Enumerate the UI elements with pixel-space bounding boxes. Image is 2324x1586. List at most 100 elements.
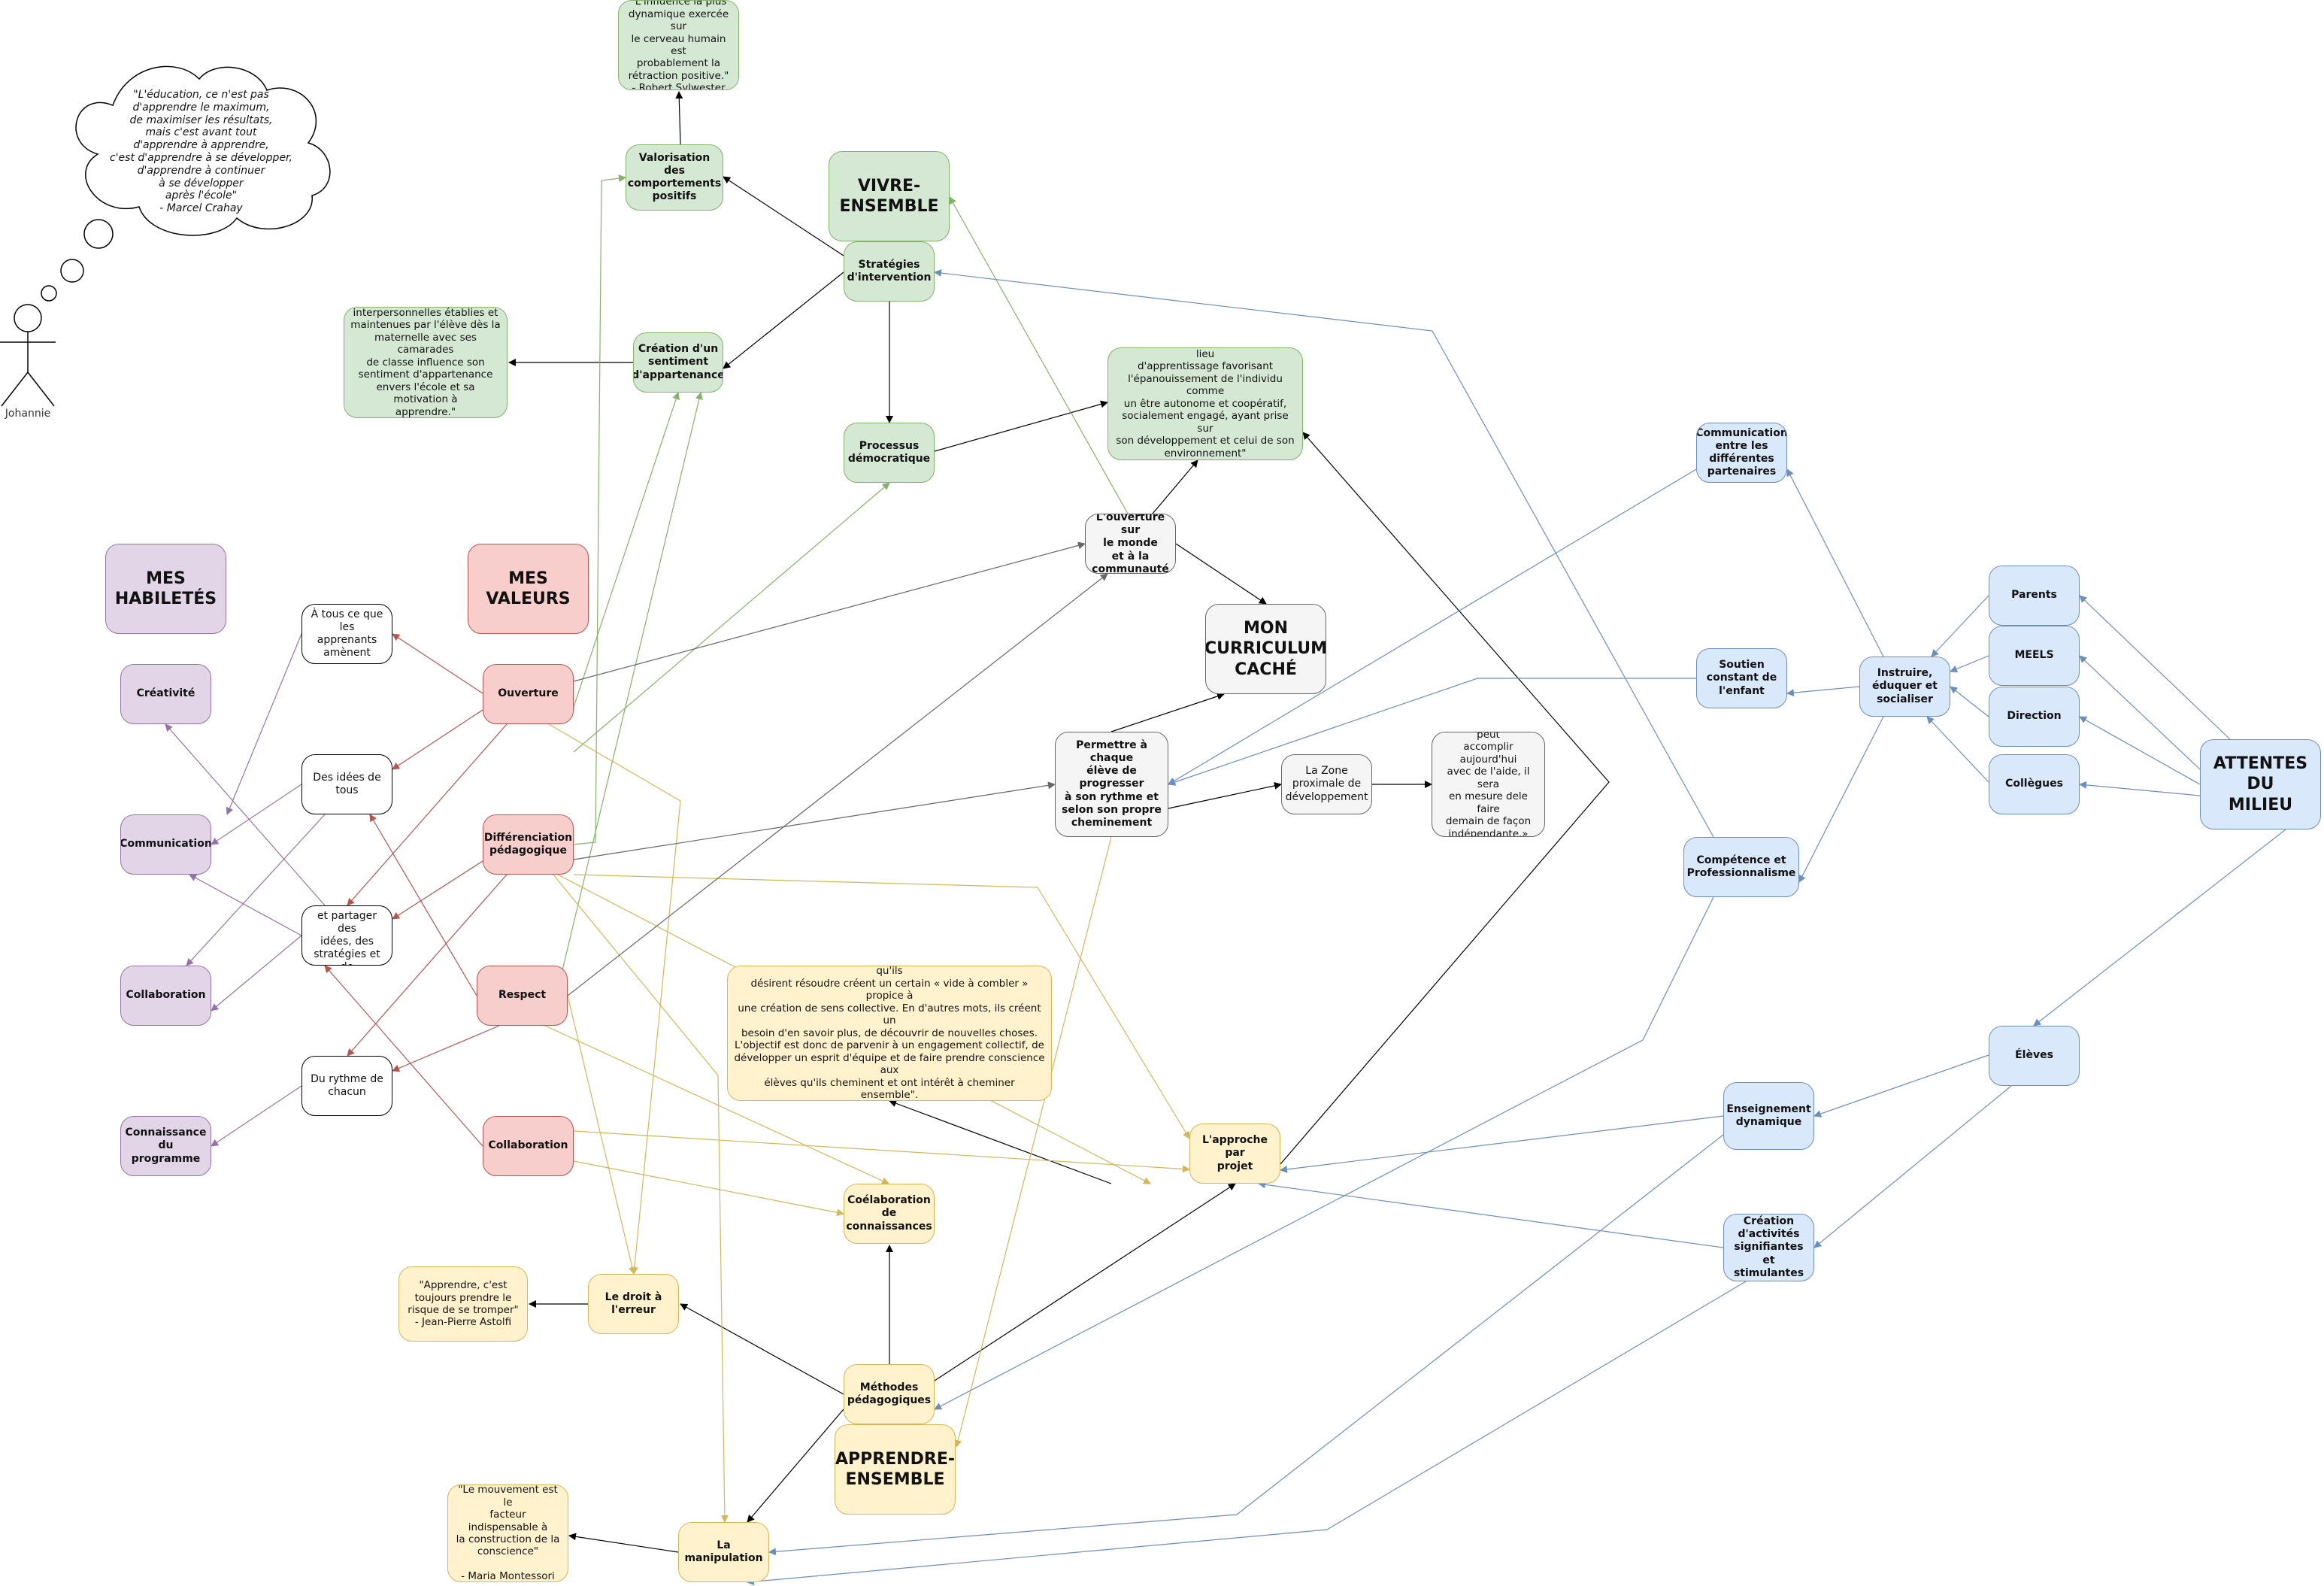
connector-arrow <box>949 196 1129 514</box>
connector-arrow <box>573 541 1086 682</box>
connector-arrow <box>1813 1054 1989 1117</box>
connector-arrow <box>324 965 483 1147</box>
connector-arrow <box>226 633 302 815</box>
differenciation-node[interactable]: Différenciation pédagogique <box>483 814 574 875</box>
connector-arrow <box>1168 469 1697 785</box>
competence-node[interactable]: Compétence et Professionnalisme <box>1683 837 1799 897</box>
connector-arrow <box>2033 829 2286 1027</box>
connector-arrow <box>934 269 1714 838</box>
connector-arrow <box>165 723 326 906</box>
connector-arrow <box>573 874 1190 1139</box>
quote-vygotski: «Ce que l'enfant peut accomplir aujourd'… <box>1432 732 1545 837</box>
connector-arrow <box>723 176 844 256</box>
approche-projet-node[interactable]: L'approche par projet <box>1189 1124 1280 1184</box>
connector-arrow <box>573 781 1056 860</box>
permettre-node[interactable]: Permettre à chaque élève de progresser à… <box>1055 732 1168 837</box>
methodes-node[interactable]: Méthodes pédagogiques <box>844 1364 935 1424</box>
connector-arrow <box>1786 469 1884 657</box>
connector-arrow <box>573 1130 1190 1173</box>
enseignement-node[interactable]: Enseignement dynamique <box>1723 1082 1814 1150</box>
connaissance-programme-node[interactable]: Connaissance du programme <box>120 1116 211 1176</box>
connector-arrow <box>1280 1115 1724 1173</box>
connector-arrow <box>889 1099 1112 1184</box>
connector-arrow <box>1168 781 1282 809</box>
coelaboration-node[interactable]: Coélaboration de connaissances <box>844 1184 935 1244</box>
connector-arrow <box>392 709 483 770</box>
connector-arrow <box>2079 781 2201 796</box>
eleves-node[interactable]: Élèves <box>1989 1026 2080 1086</box>
connector-arrow <box>1280 432 1610 1165</box>
connector-arrow <box>392 633 483 694</box>
connector-arrow <box>1786 686 1860 697</box>
connector-arrow <box>747 1409 844 1523</box>
strategies-node[interactable]: Stratégies d'intervention <box>844 241 935 302</box>
connector-arrow <box>189 874 302 936</box>
meels-node[interactable]: MEELS <box>1989 626 2080 686</box>
apprendre-ensemble-node[interactable]: APPRENDRE- ENSEMBLE <box>835 1424 956 1515</box>
direction-node[interactable]: Direction <box>1989 687 2080 747</box>
ouverture-monde-node[interactable]: L'ouverture sur le monde et à la communa… <box>1085 514 1176 574</box>
demander-partager-node[interactable]: Pour demander et partager des idées, des… <box>301 905 392 966</box>
connector-arrow <box>211 935 302 1011</box>
rythme-chacun-node[interactable]: Du rythme de chacun <box>301 1056 392 1116</box>
soutien-node[interactable]: Soutien constant de l'enfant <box>1696 648 1787 708</box>
connector-arrow <box>186 814 326 966</box>
creation-activites-node[interactable]: Création d'activités signifiantes et sti… <box>1723 1214 1814 1281</box>
curriculum-cache-node[interactable]: MON CURRICULUM CACHÉ <box>1205 604 1326 694</box>
connector-arrow <box>934 1183 1236 1381</box>
connector-arrow <box>211 784 302 845</box>
connector-arrow <box>1950 686 1989 717</box>
quote-scardamalia: "Les questions que les élèves se posent … <box>727 966 1052 1101</box>
parents-node[interactable]: Parents <box>1989 566 2080 626</box>
connector-arrow <box>573 174 626 845</box>
actor-figure <box>0 304 56 407</box>
thought-cloud <box>41 65 331 302</box>
quote-freinet: "L'école devrait être un véritable lieu … <box>1107 347 1303 460</box>
connector-arrow <box>392 1025 500 1072</box>
connector-arrow <box>768 1134 1724 1556</box>
collaboration-valeur-node[interactable]: Collaboration <box>483 1116 574 1176</box>
connector-arrow <box>573 392 680 708</box>
connector-arrow <box>548 723 681 1275</box>
appartenance-node[interactable]: Création d'un sentiment d'appartenance <box>633 332 723 393</box>
mes-habiletes-node[interactable]: MES HABILETÉS <box>105 544 226 634</box>
connector-arrow <box>528 844 729 1523</box>
mes-valeurs-node[interactable]: MES VALEURS <box>468 544 589 634</box>
idees-tous-node[interactable]: Des idées de tous <box>301 754 392 814</box>
zone-proximale-node[interactable]: La Zone proximale de développement <box>1281 754 1372 814</box>
communication-node[interactable]: Communication <box>120 814 211 875</box>
valorisation-node[interactable]: Valorisation des comportements positifs <box>626 144 723 211</box>
connector-arrow <box>1798 716 1884 883</box>
ouverture-node[interactable]: Ouverture <box>483 664 574 724</box>
instruire-node[interactable]: Instruire, éduquer et socialiser <box>1859 657 1950 717</box>
connector-arrow <box>1175 543 1267 605</box>
connector-arrow <box>680 1303 844 1395</box>
processus-node[interactable]: Processus démocratique <box>844 423 935 483</box>
connector-arrow <box>675 91 683 145</box>
collegues-node[interactable]: Collègues <box>1989 754 2080 814</box>
connector-arrow <box>562 392 703 971</box>
creativite-node[interactable]: Créativité <box>120 664 211 724</box>
connector-arrow <box>573 482 890 753</box>
connector-arrow <box>2079 655 2201 770</box>
quote-sylwester: "L'influence la plus dynamique exercée s… <box>618 0 739 90</box>
vivre-ensemble-node[interactable]: VIVRE- ENSEMBLE <box>829 151 950 241</box>
collaboration-habilete-node[interactable]: Collaboration <box>120 966 211 1026</box>
attentes-milieu-node[interactable]: ATTENTES DU MILIEU <box>2200 739 2321 829</box>
actor-name: Johannie <box>5 408 51 420</box>
connector-arrow <box>2079 716 2201 785</box>
droit-erreur-node[interactable]: Le droit à l'erreur <box>588 1274 679 1334</box>
connector-arrow <box>1258 1181 1724 1248</box>
connector-arrow <box>567 995 636 1275</box>
connector-arrow <box>567 573 1108 996</box>
manipulation-node[interactable]: La manipulation <box>678 1522 769 1582</box>
respect-node[interactable]: Respect <box>477 966 568 1026</box>
connector-arrow <box>934 400 1108 452</box>
connector-arrow <box>1926 716 1989 783</box>
connectors <box>165 91 2286 1586</box>
tous-apprenants-node[interactable]: À tous ce que les apprenants amènent <box>301 604 392 664</box>
communication-partenaires-node[interactable]: Communication entre les différentes part… <box>1696 423 1787 483</box>
quote-royer: "La qualité des relations interpersonnel… <box>344 307 508 418</box>
